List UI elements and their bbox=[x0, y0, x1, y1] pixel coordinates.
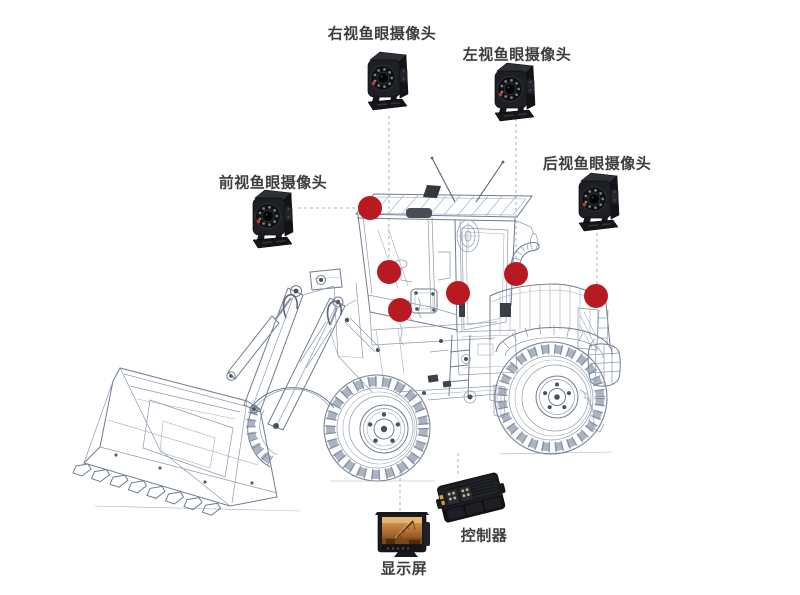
leader-lines bbox=[298, 116, 598, 512]
mount-point-markers bbox=[358, 196, 608, 322]
monitor-device bbox=[375, 512, 430, 557]
mount-point-camera-rear bbox=[584, 284, 608, 308]
bucket bbox=[72, 367, 278, 516]
devices bbox=[252, 51, 620, 557]
label-camera-right: 右视鱼眼摄像头 bbox=[327, 25, 437, 43]
right-camera-device bbox=[367, 51, 409, 111]
rear-wheel bbox=[494, 341, 608, 455]
label-camera-front: 前视鱼眼摄像头 bbox=[218, 174, 328, 192]
wheel-loader-wireframe bbox=[72, 156, 621, 516]
controller-device bbox=[436, 472, 506, 523]
label-camera-rear: 后视鱼眼摄像头 bbox=[542, 155, 652, 173]
cab bbox=[354, 156, 538, 333]
front-camera-device bbox=[252, 189, 294, 249]
mount-point-monitor bbox=[388, 298, 412, 322]
chassis bbox=[369, 297, 518, 404]
label-camera-left: 左视鱼眼摄像头 bbox=[462, 46, 572, 64]
front-wheel bbox=[323, 374, 431, 482]
mount-point-camera-left bbox=[504, 262, 528, 286]
mount-point-controller bbox=[446, 281, 470, 305]
far-front-wheel bbox=[246, 387, 335, 468]
left-camera-device bbox=[494, 62, 536, 122]
lift-arm bbox=[226, 268, 438, 431]
label-controller: 控制器 bbox=[460, 527, 508, 545]
mount-point-camera-right bbox=[377, 260, 401, 284]
mount-point-camera-front bbox=[358, 196, 382, 220]
label-monitor: 显示屏 bbox=[380, 560, 428, 578]
rear-camera-device bbox=[578, 172, 620, 232]
